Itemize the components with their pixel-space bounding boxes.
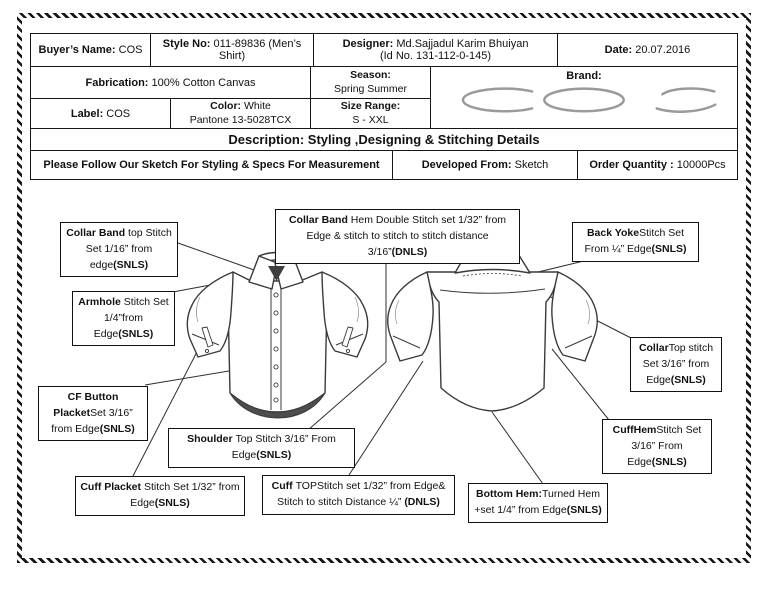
callout-cuff-top: Cuff TOPStitch set 1/32” from Edge& Stit… [262, 475, 455, 515]
style-no-cell: Style No: 011-89836 (Men’s Shirt) [151, 34, 314, 67]
description-cell: Description: Styling ,Designing & Stitch… [31, 129, 737, 151]
callout-back-yoke: Back YokeStitch Set From ¼” Edge(SNLS) [572, 222, 699, 262]
callout-armhole: Armhole Stitch Set 1/4”from Edge(SNLS) [72, 291, 175, 347]
season-cell: Season: Spring Summer [311, 67, 431, 99]
spec-table: Buyer’s Name: COS Style No: 011-89836 (M… [30, 33, 738, 180]
brand-cell: Brand: [431, 67, 737, 129]
buyer-name-cell: Buyer’s Name: COS [31, 34, 151, 67]
table-row: Description: Styling ,Designing & Stitch… [31, 129, 737, 151]
order-quantity-cell: Order Quantity : 10000Pcs [589, 159, 726, 171]
table-row: Buyer’s Name: COS Style No: 011-89836 (M… [31, 34, 737, 67]
callout-cuff-placket: Cuff Placket Stitch Set 1/32” from Edge(… [75, 476, 245, 516]
cos-brand-logo-icon [461, 87, 717, 113]
color-cell: Color: White Pantone 13-5028TCX [171, 99, 311, 129]
callout-cuff-hem: CuffHemStitch Set 3/16” From Edge(SNLS) [602, 419, 712, 475]
developed-from-cell: Developed From: Sketch [393, 151, 578, 179]
callout-cf-button-placket: CF Button PlacketSet 3/16” from Edge(SNL… [38, 386, 148, 442]
fabrication-cell: Fabrication: 100% Cotton Canvas [31, 67, 311, 99]
callout-shoulder: Shoulder Top Stitch 3/16” From Edge(SNLS… [168, 428, 355, 468]
callout-collar-top: CollarTop stitch Set 3/16” from Edge(SNL… [630, 337, 722, 393]
size-range-cell: Size Range: S - XXL [311, 99, 431, 129]
label-cell: Label: COS [31, 99, 171, 129]
callout-bottom-hem: Bottom Hem:Turned Hem +set 1/4” from Edg… [468, 483, 608, 523]
table-row: Please Follow Our Sketch For Styling & S… [31, 151, 737, 179]
table-row: Fabrication: 100% Cotton Canvas Season: … [31, 67, 737, 129]
callout-collar-band-hem: Collar Band Hem Double Stitch set 1/32” … [275, 209, 520, 265]
date-cell: Date: 20.07.2016 [558, 34, 737, 67]
description-title: Description: Styling ,Designing & Stitch… [228, 132, 540, 147]
sketch-note-cell: Please Follow Our Sketch For Styling & S… [31, 151, 393, 179]
designer-cell: Designer: Md.Sajjadul Karim Bhuiyan (Id … [314, 34, 558, 67]
callout-collar-band-top: Collar Band top Stitch Set 1/16” from ed… [60, 222, 178, 278]
